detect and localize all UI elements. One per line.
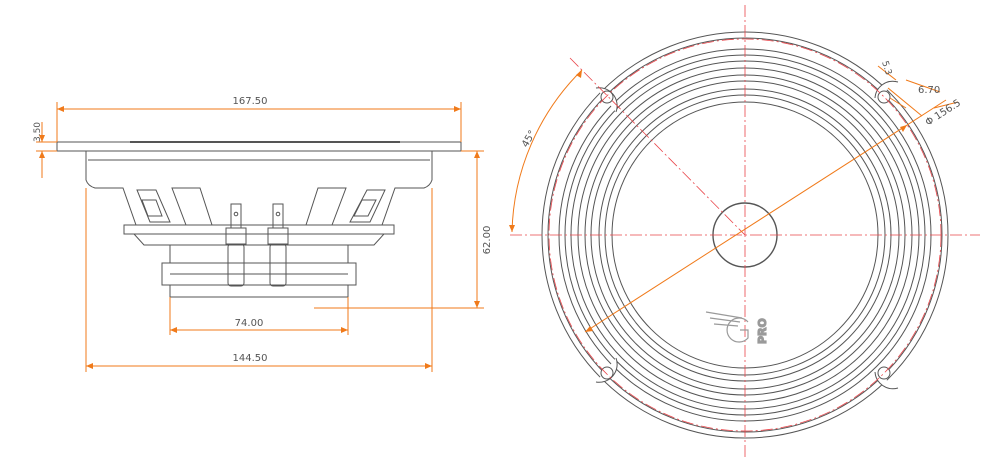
label-basket-width: 144.50 — [233, 353, 268, 364]
label-angle: 45° — [520, 129, 538, 150]
basket-lower-plate — [123, 224, 395, 235]
side-view-labels: 167.50 144.50 74.00 62.00 3.50 — [33, 96, 493, 364]
arrow — [425, 363, 432, 369]
terminal-left-base — [225, 227, 247, 245]
mount-hole-top-left — [600, 90, 614, 104]
logo-g-letter — [726, 317, 749, 343]
dim-leader-hole-size — [905, 79, 941, 93]
arrow — [509, 225, 515, 232]
label-slot-offset: 5.3 — [879, 60, 893, 77]
terminal-right-hole — [275, 211, 281, 217]
logo-wing — [705, 311, 743, 327]
arrow — [454, 106, 461, 112]
terminal-left-hole — [233, 211, 239, 217]
magnet-top-plate — [169, 244, 349, 264]
label-depth: 62.00 — [482, 226, 493, 255]
speaker-flange — [56, 141, 462, 152]
front-view-labels: Φ 156.5 6.70 5.3 45° — [520, 60, 963, 150]
label-hole-size: 6.70 — [918, 85, 940, 96]
mount-circle-centerline — [548, 38, 942, 432]
magnet-back-plate — [169, 284, 349, 298]
basket-body — [85, 150, 433, 226]
label-flange-thickness: 3.50 — [33, 122, 43, 142]
g-wing-logo: PRO — [705, 311, 770, 345]
dim-leader-diameter-label — [933, 101, 959, 109]
mount-hole-bottom-left — [600, 366, 614, 380]
terminal-right-tab — [269, 243, 287, 287]
center-line-45-deg — [569, 57, 746, 236]
arrow — [576, 70, 582, 78]
arrow — [39, 151, 45, 158]
arrow — [474, 301, 480, 308]
side-view — [56, 141, 462, 298]
arrow — [341, 327, 348, 333]
basket-window-right — [349, 189, 386, 223]
arrow — [474, 151, 480, 158]
arrow — [900, 125, 907, 132]
terminal-right-base — [267, 227, 289, 245]
dim-arc-angle — [511, 69, 583, 233]
cone-side-right — [305, 187, 347, 226]
logo-pro-text: PRO — [756, 318, 769, 344]
arrow — [585, 326, 593, 332]
dim-line-slot-offset — [877, 65, 897, 81]
arrow — [57, 106, 64, 112]
label-overall-width: 167.50 — [233, 96, 268, 107]
arrow — [170, 327, 177, 333]
front-view: PRO — [510, 5, 980, 458]
label-magnet-width: 74.00 — [235, 318, 264, 329]
terminal-left-tab — [227, 243, 245, 287]
front-view-arrowheads — [509, 70, 907, 332]
basket-window-right-inner — [353, 199, 377, 217]
spider-plate — [132, 233, 386, 246]
basket-window-left-inner — [141, 199, 163, 217]
front-view-dimensions — [511, 65, 959, 333]
dim-ext-hole — [889, 97, 907, 109]
dim-line-mount-diameter — [584, 99, 947, 333]
cone-side-left — [171, 187, 213, 226]
dim-line-hole-size — [887, 87, 923, 117]
arrow — [39, 135, 45, 142]
arrow — [86, 363, 93, 369]
side-view-arrowheads — [39, 106, 480, 369]
basket-window-left — [136, 189, 171, 223]
